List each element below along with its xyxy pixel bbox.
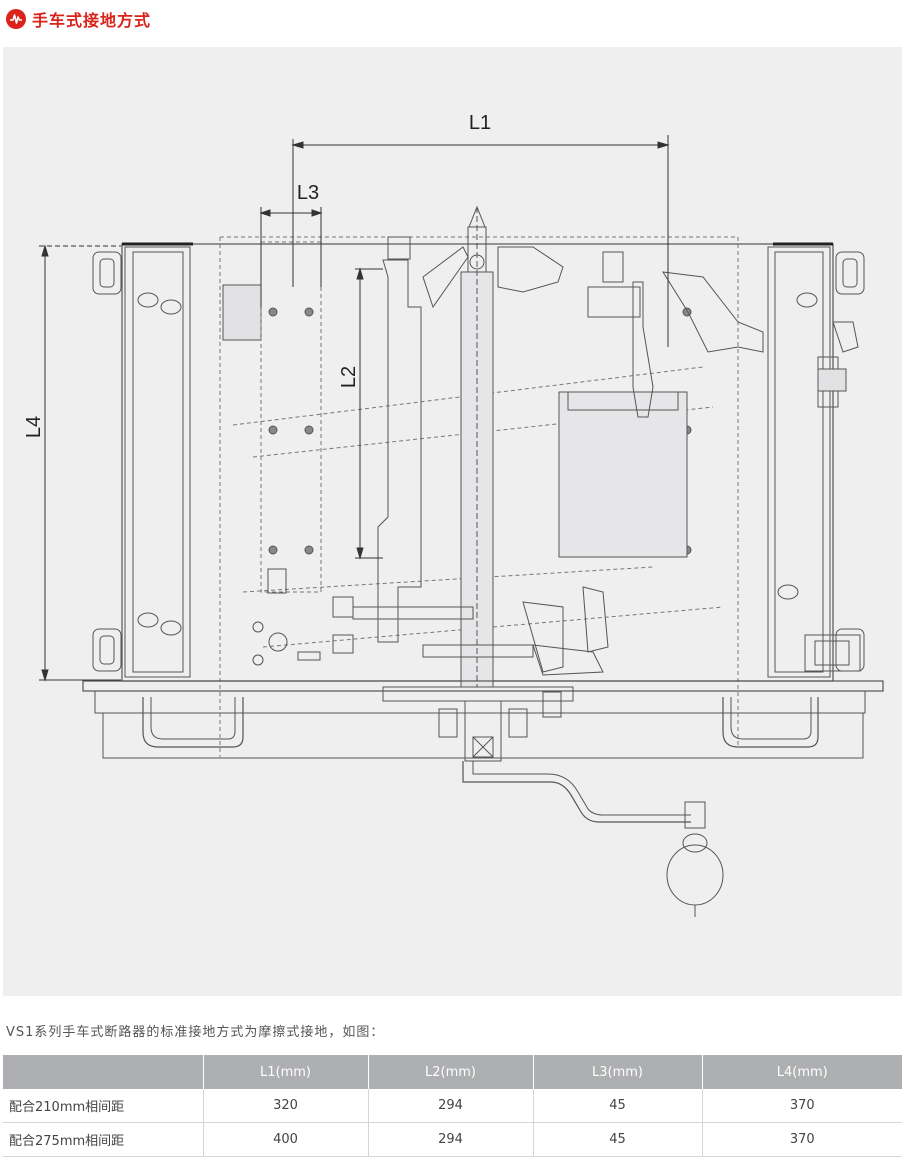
row-label: 配合275mm相间距 [3, 1122, 204, 1157]
page-header: 手车式接地方式 [6, 6, 151, 32]
table-cell: 45 [533, 1122, 703, 1157]
drawing-caption: VS1系列手车式断路器的标准接地方式为摩擦式接地，如图： [6, 1025, 385, 1040]
row-label: 配合210mm相间距 [3, 1089, 204, 1123]
dimension-table: L1(mm) L2(mm) L3(mm) L4(mm) 配合210mm相间距 3… [3, 1055, 902, 1157]
table-cell: 370 [702, 1089, 902, 1123]
table-header-cell [3, 1055, 204, 1089]
table-row: 配合275mm相间距 400 294 45 370 [3, 1122, 902, 1157]
table-cell: 45 [533, 1089, 703, 1123]
dim-label-l3: L3 [297, 182, 319, 204]
table-header-row: L1(mm) L2(mm) L3(mm) L4(mm) [3, 1055, 902, 1089]
table-header-cell: L1(mm) [203, 1055, 369, 1089]
table-cell: 294 [368, 1089, 534, 1123]
table-header-cell: L3(mm) [533, 1055, 703, 1089]
dim-label-l4: L4 [23, 416, 45, 438]
table-cell: 294 [368, 1122, 534, 1157]
table-row: 配合210mm相间距 320 294 45 370 [3, 1089, 902, 1123]
table-cell: 320 [203, 1089, 369, 1123]
dim-label-l1: L1 [469, 112, 491, 134]
drawing-svg: L1 L3 L2 L4 [23, 112, 884, 917]
page-title: 手车式接地方式 [32, 11, 152, 30]
table-cell: 370 [702, 1122, 902, 1157]
dim-label-l2: L2 [338, 366, 360, 388]
table-header-cell: L2(mm) [368, 1055, 534, 1089]
table-cell: 400 [203, 1122, 369, 1157]
waveform-icon [6, 9, 26, 29]
technical-drawing: L1 L3 L2 L4 [3, 47, 902, 996]
table-header-cell: L4(mm) [702, 1055, 902, 1089]
